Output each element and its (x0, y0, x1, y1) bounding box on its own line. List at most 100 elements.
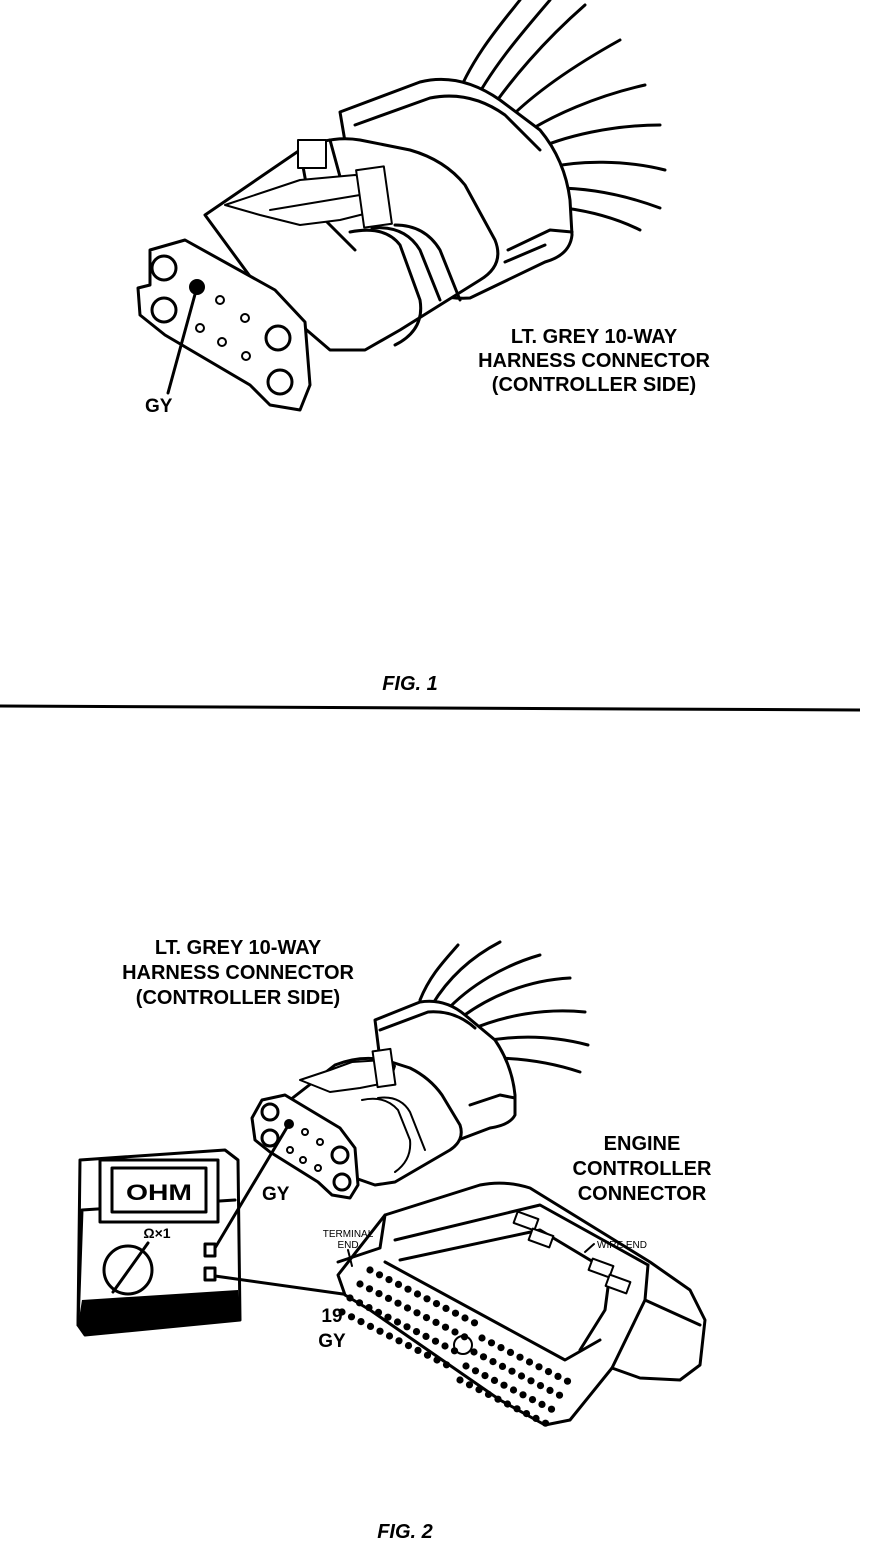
ecm-cavity (450, 1347, 459, 1355)
fig1-connector-label-line3: (CONTROLLER SIDE) (492, 374, 696, 396)
ecm-cavity (403, 1323, 411, 1331)
ecm-cavity (403, 1304, 412, 1312)
ecm-cavity (528, 1396, 537, 1404)
ecm-cavity (432, 1318, 440, 1326)
ecm-cavity (538, 1400, 546, 1408)
ecm-cavity (431, 1337, 440, 1345)
ecm-cavity (471, 1367, 480, 1375)
fig2-pin-label: GY (262, 1184, 290, 1205)
ecm-cavity (544, 1368, 553, 1376)
ecm-cavity (532, 1414, 540, 1422)
ecm-cavity (470, 1319, 479, 1327)
ecm-cavity (385, 1332, 394, 1340)
ecm-cavity (414, 1346, 422, 1354)
ecm-cavity (487, 1339, 496, 1347)
test-lead-1 (213, 1122, 291, 1250)
ecm-label-line3: CONNECTOR (578, 1183, 707, 1205)
cavity-color-label: GY (318, 1331, 346, 1352)
fig1-gy-leader (166, 285, 199, 395)
ecm-label-line2: CONTROLLER (573, 1158, 712, 1180)
ecm-cavity (422, 1332, 430, 1340)
ecm-cavity (456, 1376, 464, 1384)
ohmmeter-display (110, 1166, 208, 1214)
ecm-cavity (357, 1318, 365, 1326)
ecm-cavity (478, 1334, 486, 1342)
ecm-cavity (432, 1300, 441, 1308)
ecm-cavity (489, 1358, 497, 1366)
ecm-cavity (500, 1381, 508, 1389)
ecm-cavity (338, 1308, 346, 1316)
ohmmeter-jack-1[interactable] (203, 1242, 217, 1258)
ecm-cavity (393, 1318, 402, 1326)
ecm-cavity (460, 1333, 469, 1341)
fig2-connector-label-line3: (CONTROLLER SIDE) (136, 987, 340, 1009)
ecm-cavity (422, 1314, 431, 1322)
fig1-harness-connector (136, 0, 667, 412)
ecm-cavity (484, 1390, 493, 1398)
ecm-cavity (517, 1372, 526, 1380)
ecm-cavity (481, 1372, 489, 1380)
ecm-cavity (413, 1309, 421, 1317)
ecm-cavity (451, 1328, 459, 1336)
ecm-cavity (470, 1348, 478, 1356)
fig1-caption: FIG. 1 (382, 673, 438, 695)
ecm-cavity (535, 1363, 543, 1371)
ecm-cavity (433, 1356, 441, 1364)
ecm-cavity (366, 1266, 374, 1274)
ecm-cavity (347, 1313, 356, 1321)
ecm-cavity (554, 1372, 562, 1380)
ecm-cavity (442, 1304, 450, 1312)
ecm-cavity (375, 1271, 384, 1279)
ecm-cavity (442, 1361, 451, 1369)
ecm-cavity (503, 1400, 512, 1408)
ecm-cavity (541, 1419, 550, 1427)
ecm-cavity (498, 1362, 507, 1370)
ecm-cavity (423, 1351, 432, 1359)
ecm-cavity (441, 1342, 449, 1350)
ecm-cavity (546, 1386, 554, 1394)
ecm-cavity (376, 1327, 384, 1335)
terminal-end-label-line2: END (337, 1240, 358, 1251)
ecm-cavity (451, 1309, 460, 1317)
ecm-cavity (462, 1362, 470, 1370)
ecm-cavity (516, 1353, 524, 1361)
ecm-cavity (465, 1381, 474, 1389)
ecm-cavity (366, 1322, 375, 1330)
ecm-cavity (394, 1299, 402, 1307)
ecm-cavity (412, 1328, 421, 1336)
ohmmeter-range-label: Ω×1 (143, 1225, 170, 1241)
ecm-cavity (547, 1405, 556, 1413)
ecm-cavity (509, 1386, 518, 1394)
engine-controller-connector (336, 1181, 707, 1427)
ecm-cavity (490, 1376, 499, 1384)
ohmmeter-display-text: OHM (126, 1180, 192, 1205)
ecm-cavity (494, 1395, 502, 1403)
ecm-cavity (513, 1405, 521, 1413)
ecm-cavity (413, 1290, 422, 1298)
ecm-cavity (394, 1280, 403, 1288)
ecm-cavity (346, 1294, 354, 1302)
ecm-cavity (479, 1353, 488, 1361)
ohmmeter-jack-2[interactable] (203, 1266, 217, 1282)
ecm-cavity (395, 1337, 403, 1345)
fig2-cavities (260, 1102, 352, 1192)
ecm-cavity (536, 1382, 545, 1390)
ecm-cavity (519, 1391, 527, 1399)
fig2-connector-face (250, 1093, 360, 1200)
figure-divider (0, 704, 861, 712)
ohmmeter: OHM Ω×1 (76, 1148, 242, 1337)
ecm-cavity (365, 1304, 373, 1312)
ecm-cavity (356, 1280, 364, 1288)
ecm-terminal-cavities (338, 1266, 572, 1427)
ecm-cavity (522, 1410, 531, 1418)
ecm-cavity (563, 1377, 572, 1385)
ecm-cavity (374, 1308, 383, 1316)
fig2-connector-label-line2: HARNESS CONNECTOR (122, 962, 354, 984)
cavity-number-label: 19 (321, 1306, 342, 1327)
terminal-end-label-line1: TERMINAL (323, 1229, 374, 1240)
ecm-cavity (423, 1295, 431, 1303)
fig1-connector-face (136, 238, 312, 412)
fig1-cavities (150, 254, 294, 396)
ecm-cavity (555, 1391, 564, 1399)
fig2-wire-bundle (418, 940, 590, 1074)
